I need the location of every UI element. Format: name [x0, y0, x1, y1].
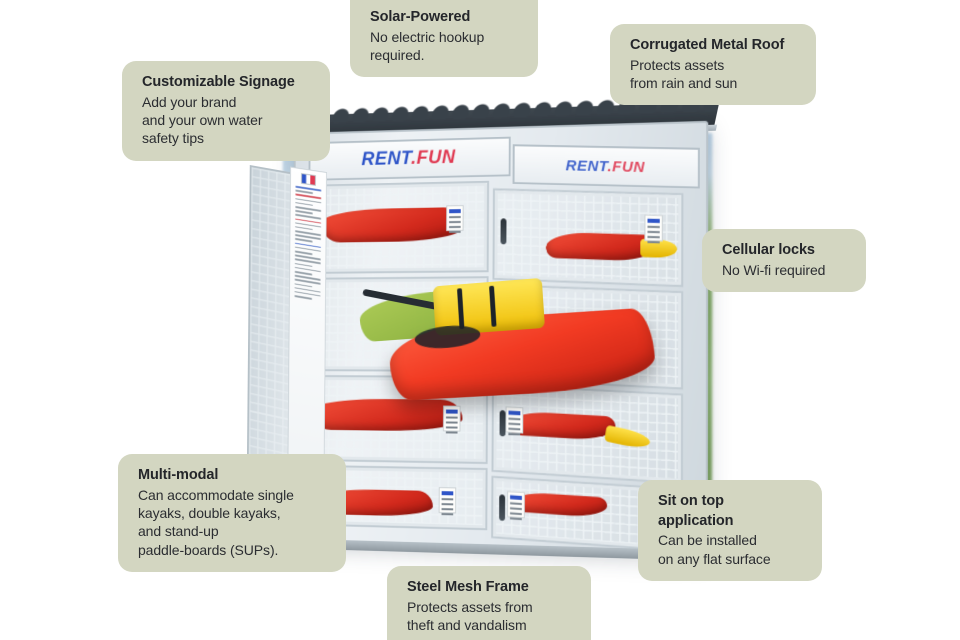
callout-title: Corrugated Metal Roof: [630, 37, 785, 53]
callout-title: Solar-Powered: [370, 9, 471, 25]
callout-title: Cellular locks: [722, 242, 815, 258]
callout-multi-modal[interactable]: Multi-modal Can accommodate single kayak…: [118, 454, 346, 573]
callout-title: Multi-modal: [138, 467, 219, 483]
callout-line: on any flat surface: [658, 550, 771, 567]
locker-bay: [491, 383, 684, 485]
callout-line: Can be installed: [658, 532, 757, 549]
callout-line: Add your brand: [142, 93, 237, 110]
callout-line: No electric hookup: [370, 28, 485, 45]
locker-bay: [300, 374, 489, 465]
callout-customizable-signage[interactable]: Customizable Signage Add your brand and …: [122, 61, 330, 161]
callout-cellular-locks[interactable]: Cellular locks No Wi-fi required: [702, 229, 866, 293]
callout-title: Customizable Signage: [142, 74, 295, 90]
callout-title: Steel Mesh Frame: [407, 579, 529, 595]
callout-title: Sit on top: [658, 493, 724, 509]
callout-line: safety tips: [142, 130, 204, 147]
callout-line: No Wi-fi required: [722, 261, 826, 278]
callout-steel-mesh-frame[interactable]: Steel Mesh Frame Protects assets from th…: [387, 566, 591, 640]
callout-line: Protects assets: [630, 56, 725, 73]
callout-line: Can accommodate single: [138, 486, 294, 503]
callout-line: paddle-boards (SUPs).: [138, 541, 279, 558]
callout-line: and stand-up: [138, 523, 219, 540]
callout-line: Protects assets from: [407, 598, 533, 615]
callout-line: and your own water: [142, 112, 263, 129]
callout-line: theft and vandalism: [407, 617, 527, 634]
callout-sit-on-top-application[interactable]: Sit on top application Can be installed …: [638, 480, 822, 582]
callout-title: application: [658, 512, 734, 529]
locker-bay: [301, 276, 489, 372]
callout-line: kayaks, double kayaks,: [138, 505, 281, 522]
callout-corrugated-metal-roof[interactable]: Corrugated Metal Roof Protects assets fr…: [610, 24, 816, 106]
callout-solar-powered[interactable]: Solar-Powered No electric hookup require…: [350, 0, 538, 78]
callout-line: from rain and sun: [630, 75, 738, 92]
locker-bay: [302, 180, 490, 274]
callout-line: required.: [370, 47, 425, 64]
